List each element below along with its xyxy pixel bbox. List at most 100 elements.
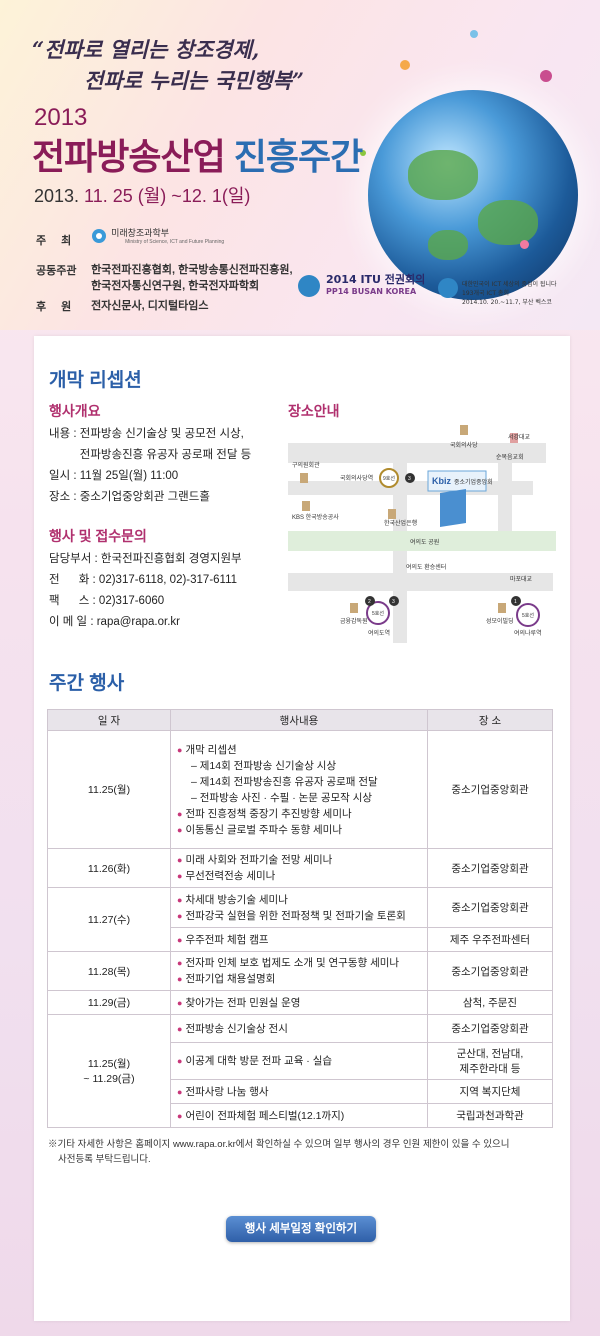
bullet-icon: ● (177, 934, 183, 945)
event-item: ●전파 진흥정책 중장기 추진방향 세미나 (177, 806, 421, 822)
event-item: ●미래 사회와 전파기술 전망 세미나 (177, 852, 421, 868)
event-title: 전파방송산업 진흥주간 (32, 136, 363, 177)
map-exit-2: 2 (368, 599, 371, 605)
sponsor-row: 후 원 전자신문사, 디지털타임스 (36, 300, 209, 313)
table-row: 11.27(수)●차세대 방송기술 세미나●전파강국 실현을 위한 전파정책 및… (47, 887, 553, 952)
bullet-icon: ● (177, 958, 183, 968)
schedule-day: 11.25(월) (47, 730, 171, 849)
bullet-icon: ● (177, 894, 183, 905)
bullet-icon: ● (177, 910, 183, 921)
bullet-icon: ● (177, 997, 183, 1008)
event-subitem: – 제14회 전파방송진흥 유공자 공로패 전달 (191, 775, 378, 788)
map-label-seogang: 서강대교 (508, 433, 531, 441)
bullet-icon: ● (177, 1110, 183, 1121)
event-item: ●찾아가는 전파 민원실 운영 (177, 995, 421, 1011)
map-label-mapo: 마포대교 (510, 575, 533, 583)
schedule-day: 11.29(금) (47, 990, 171, 1015)
header-date: 일 자 (47, 709, 171, 731)
schedule-content: ●차세대 방송기술 세미나●전파강국 실현을 위한 전파정책 및 전파기술 토론… (170, 887, 428, 928)
map-label-naru: 여의나루역 (514, 629, 542, 637)
table-row: 11.25(월)●개막 리셉션– 제14회 전파방송 신기술상 시상– 제14회… (47, 730, 553, 849)
map-label-three: 3 (408, 476, 411, 482)
event-item: ●우주전파 체험 캠프 (177, 932, 421, 948)
schedule-content: ●전자파 인체 보호 법제도 소개 및 연구동향 세미나 ●전파기업 채용설명회 (170, 951, 428, 991)
event-item: ●이동통신 글로벌 주파수 동향 세미나 (177, 822, 421, 838)
event-item: ●전파방송 신기술상 전시 (177, 1021, 421, 1037)
map-label-station-assembly: 국회의사당역 (340, 474, 373, 482)
bullet-icon: ● (177, 1023, 183, 1034)
itu-logo-icon (298, 275, 320, 297)
event-text: 이공계 대학 방문 전파 교육 · 실습 (185, 1055, 333, 1067)
header-banner: “전파로 열리는 창조경제, 전파로 누리는 국민행복” 2013 전파방송산업… (0, 0, 600, 330)
ministry-icon (92, 228, 107, 243)
event-text: 개막 리셉션 (185, 743, 237, 756)
schedule-day: 11.28(목) (47, 951, 171, 991)
schedule-day: 11.26(화) (47, 848, 171, 888)
schedule-table: 일 자 행사내용 장 소 11.25(월)●개막 리셉션– 제14회 전파방송 … (47, 709, 553, 1128)
event-text: 전파 진흥정책 중장기 추진방향 세미나 (185, 807, 352, 820)
map-label-yeouido-st: 여의도역 (368, 629, 390, 637)
map-label-line5b: 5호선 (522, 612, 534, 619)
event-item: ●개막 리셉션 (177, 742, 421, 758)
map-label-seongmo: 성모이빌딩 (486, 617, 514, 625)
event-text: 이동통신 글로벌 주파수 동향 세미나 (185, 823, 343, 836)
map-label-geum: 금융감독원 (340, 617, 368, 625)
schedule-content: ●개막 리셉션– 제14회 전파방송 신기술상 시상– 제14회 전파방송진흥 … (170, 730, 428, 849)
map-exit-1: 1 (514, 599, 517, 605)
event-text: 전자파 인체 보호 법제도 소개 및 연구동향 세미나 (185, 957, 400, 969)
schedule-place: 중소기업중앙회관 (427, 1014, 553, 1043)
schedule-place: 중소기업중앙회관 (427, 730, 553, 849)
bullet-icon: ● (177, 974, 183, 984)
event-subitem: – 전파방송 사진 · 수필 · 논문 공모작 시상 (191, 791, 373, 804)
map-label-line5: 5호선 (372, 610, 384, 617)
bullet-icon: ● (177, 855, 183, 865)
event-text: 전파방송 신기술상 전시 (185, 1022, 288, 1035)
section-weekly-title: 주간 행사 (49, 673, 125, 694)
slogan: “전파로 열리는 창조경제, 전파로 누리는 국민행복” (32, 37, 304, 93)
event-text: 무선전력전송 세미나 (185, 870, 276, 882)
event-year: 2013 (34, 104, 88, 131)
overview-heading: 행사개요 (49, 403, 101, 419)
event-subitem: – 제14회 전파방송 신기술상 시상 (191, 759, 337, 772)
event-item: ●전파기업 채용설명회 (177, 971, 421, 987)
event-text: 우주전파 체험 캠프 (185, 933, 269, 946)
map-label-kbiz-logo: Kbiz (432, 476, 451, 486)
header-content: 행사내용 (170, 709, 428, 731)
schedule-content: ●전파방송 신기술상 전시 (170, 1014, 428, 1043)
map-heading: 장소안내 (288, 403, 340, 419)
view-schedule-button[interactable]: 행사 세부일정 확인하기 (226, 1216, 376, 1242)
map-label-kbs: KBS 한국방송공사 (292, 513, 339, 521)
event-item: ●이공계 대학 방문 전파 교육 · 실습 (177, 1053, 421, 1069)
event-item: ●전파강국 실현을 위한 전파정책 및 전파기술 토론회 (177, 908, 421, 924)
bullet-icon: ● (177, 1056, 183, 1066)
schedule-place: 중소기업중앙회관 (427, 848, 553, 888)
map-label-kbiz: 중소기업중앙회 (454, 478, 493, 486)
map-exit-3: 3 (392, 599, 395, 605)
table-row: 11.28(목) ●전자파 인체 보호 법제도 소개 및 연구동향 세미나 ●전파기… (47, 951, 553, 991)
event-text: 차세대 방송기술 세미나 (185, 893, 288, 906)
map-label-expo: 순복음교회 (496, 453, 524, 461)
schedule-content: ●미래 사회와 전파기술 전망 세미나●무선전력전송 세미나 (170, 848, 428, 888)
bullet-icon: ● (177, 871, 183, 881)
schedule-place: 지역 복지단체 (427, 1079, 553, 1104)
event-text: 전파강국 실현을 위한 전파정책 및 전파기술 토론회 (185, 909, 406, 922)
map-label-hwan: 여의도 환승센터 (406, 563, 446, 571)
map-label-guui: 구의원회관 (292, 461, 320, 469)
table-header-row: 일 자 행사내용 장 소 (47, 709, 553, 731)
overview-info: 내용 : 전파방송 신기술상 및 공모전 시상,전파방송진흥 유공자 공로패 전… (49, 428, 252, 503)
schedule-content: ●전파사랑 나눔 행사 (170, 1079, 428, 1104)
event-text: 미래 사회와 전파기술 전망 세미나 (185, 854, 333, 866)
schedule-content: ●찾아가는 전파 민원실 운영 (170, 990, 428, 1015)
event-item: ●어린이 전파체험 페스티벌(12.1까지) (177, 1108, 421, 1124)
email-link[interactable]: rapa@rapa.or.kr (96, 616, 180, 628)
map-label-line9: 9호선 (383, 475, 395, 482)
event-item: ●차세대 방송기술 세미나 (177, 892, 421, 908)
bullet-icon: ● (177, 744, 183, 755)
schedule-day: 11.27(수) (47, 887, 171, 952)
